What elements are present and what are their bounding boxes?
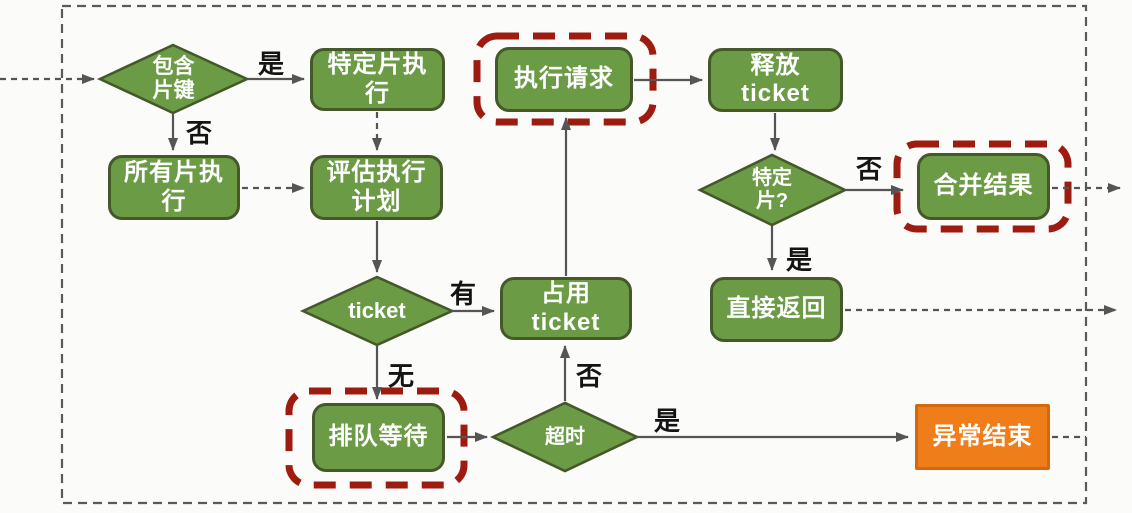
- outer-dashed-border: [60, 4, 1088, 505]
- label-shard-key-no: 否: [186, 118, 213, 148]
- label-specific-yes: 是: [786, 245, 813, 275]
- node-direct-return: 直接返回: [710, 277, 843, 342]
- highlight-merge-results: [893, 140, 1072, 233]
- node-specific-shard-question: 特定 片?: [752, 167, 792, 212]
- label-ticket-none: 无: [388, 361, 415, 391]
- node-specific-shard-exec: 特定片执 行: [310, 48, 445, 111]
- node-merge-results: 合并结果: [917, 153, 1050, 220]
- node-contains-shard-key: 包含 片键: [152, 54, 195, 102]
- label-timeout-yes: 是: [654, 406, 681, 436]
- node-all-shards-exec: 所有片执 行: [108, 155, 240, 220]
- label-specific-no: 否: [856, 154, 883, 184]
- node-execute-request: 执行请求: [495, 47, 633, 112]
- label-timeout-no: 否: [576, 361, 603, 391]
- node-timeout: 超时: [545, 425, 585, 448]
- node-queue-wait: 排队等待: [312, 403, 445, 472]
- node-abnormal-end: 异常结束: [915, 404, 1050, 470]
- node-occupy-ticket: 占用 ticket: [500, 277, 632, 340]
- specific-shard-diamond-shape: [697, 153, 849, 227]
- node-release-ticket: 释放 ticket: [708, 48, 843, 112]
- node-evaluate-plan: 评估执行 计划: [310, 155, 443, 220]
- label-shard-key-yes: 是: [258, 49, 285, 79]
- label-ticket-have: 有: [450, 279, 477, 309]
- node-ticket: ticket: [348, 298, 406, 324]
